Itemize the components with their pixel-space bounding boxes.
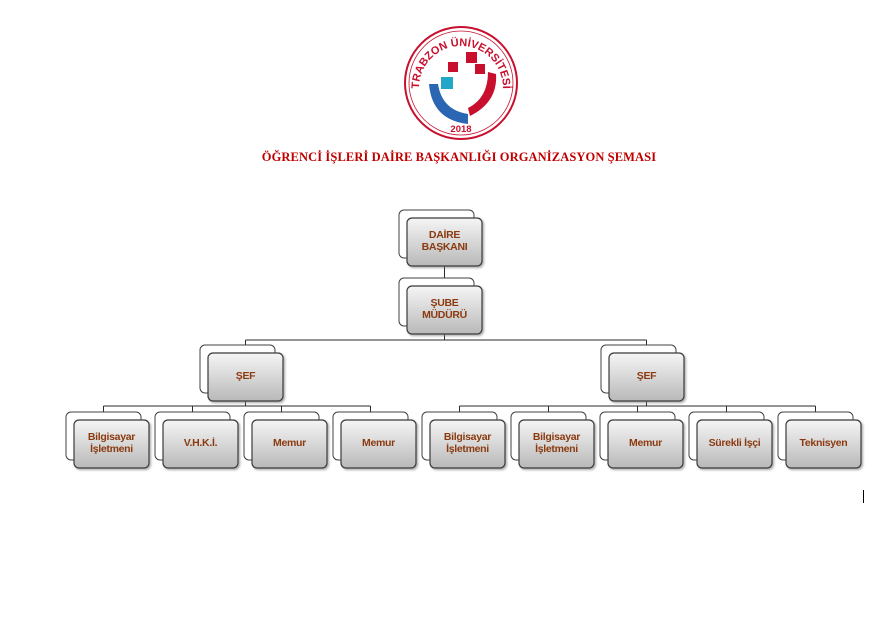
node-staff-2-4-label-line: Sürekli İşçi: [709, 436, 761, 449]
org-nodes: DAİREBAŞKANIŞUBEMÜDÜRÜŞEFBilgisayarİşlet…: [65, 209, 862, 469]
logo-year: 2018: [450, 124, 471, 135]
node-staff-2-1-label-line: Bilgisayar: [444, 431, 491, 443]
node-staff-1-1-card: [73, 419, 150, 469]
node-sef-1[interactable]: ŞEF: [199, 344, 284, 402]
node-staff-2-3-card: [607, 419, 684, 469]
logo-swoosh-red: [468, 72, 497, 116]
node-staff-2-4-card: [696, 419, 773, 469]
logo-emblem: TRABZON ÜNİVERSİTESİ 2018: [404, 26, 518, 140]
node-staff-2-3-label-line: Memur: [629, 437, 662, 449]
node-staff-1-4-card: [340, 419, 417, 469]
node-sef-2-label-line: ŞEF: [637, 370, 657, 382]
logo-ring-inner: [408, 30, 514, 136]
page-title: ÖĞRENCİ İŞLERİ DAİRE BAŞKANLIĞI ORGANİZA…: [261, 150, 657, 164]
logo-square-red-small: [448, 62, 458, 72]
node-staff-2-2-card: [518, 419, 595, 469]
text-cursor: [863, 490, 864, 503]
node-staff-2-5[interactable]: Teknisyen: [777, 411, 862, 469]
logo-swoosh-blue: [429, 84, 468, 124]
node-daire-baskani-label-line: DAİRE: [429, 228, 460, 241]
node-staff-1-2[interactable]: V.H.K.İ.: [154, 411, 239, 469]
node-staff-1-3-label-line: Memur: [273, 437, 306, 449]
node-staff-1-3-card: [251, 419, 328, 469]
node-sef-2-card: [608, 352, 685, 402]
logo-square-red-right: [475, 64, 485, 74]
node-sube-muduru-label-line: ŞUBE: [431, 297, 459, 309]
node-staff-2-2-label-line: İşletmeni: [535, 442, 578, 455]
logo-square-red: [466, 52, 477, 63]
org-connectors: [103, 266, 816, 412]
node-staff-1-2-card: [162, 419, 239, 469]
node-staff-2-5-label-line: Teknisyen: [800, 437, 848, 449]
node-staff-1-1-label-line: Bilgisayar: [88, 431, 135, 443]
node-daire-baskani-label-line: BAŞKANI: [422, 241, 468, 253]
node-staff-1-4[interactable]: Memur: [332, 411, 417, 469]
node-sef-2[interactable]: ŞEF: [600, 344, 685, 402]
logo-square-cyan: [441, 77, 453, 89]
node-sef-1-label-line: ŞEF: [236, 370, 256, 382]
node-staff-2-1-card: [429, 419, 506, 469]
logo-ring-outer: [404, 26, 518, 140]
node-staff-2-4[interactable]: Sürekli İşçi: [688, 411, 773, 469]
node-staff-1-3[interactable]: Memur: [243, 411, 328, 469]
node-staff-2-1-label-line: İşletmeni: [446, 442, 489, 455]
node-staff-2-2-label-line: Bilgisayar: [533, 431, 580, 443]
node-sube-muduru-card: [406, 285, 483, 335]
node-staff-1-2-label-line: V.H.K.İ.: [184, 436, 218, 449]
node-staff-1-1-label-line: İşletmeni: [90, 442, 133, 455]
node-staff-2-3[interactable]: Memur: [599, 411, 684, 469]
university-logo: TRABZON ÜNİVERSİTESİ 2018: [402, 24, 520, 142]
node-sef-1-card: [207, 352, 284, 402]
node-daire-baskani-card: [406, 217, 483, 267]
node-sube-muduru-label-line: MÜDÜRÜ: [422, 308, 467, 321]
node-staff-1-4-label-line: Memur: [362, 437, 395, 449]
node-staff-2-5-card: [785, 419, 862, 469]
